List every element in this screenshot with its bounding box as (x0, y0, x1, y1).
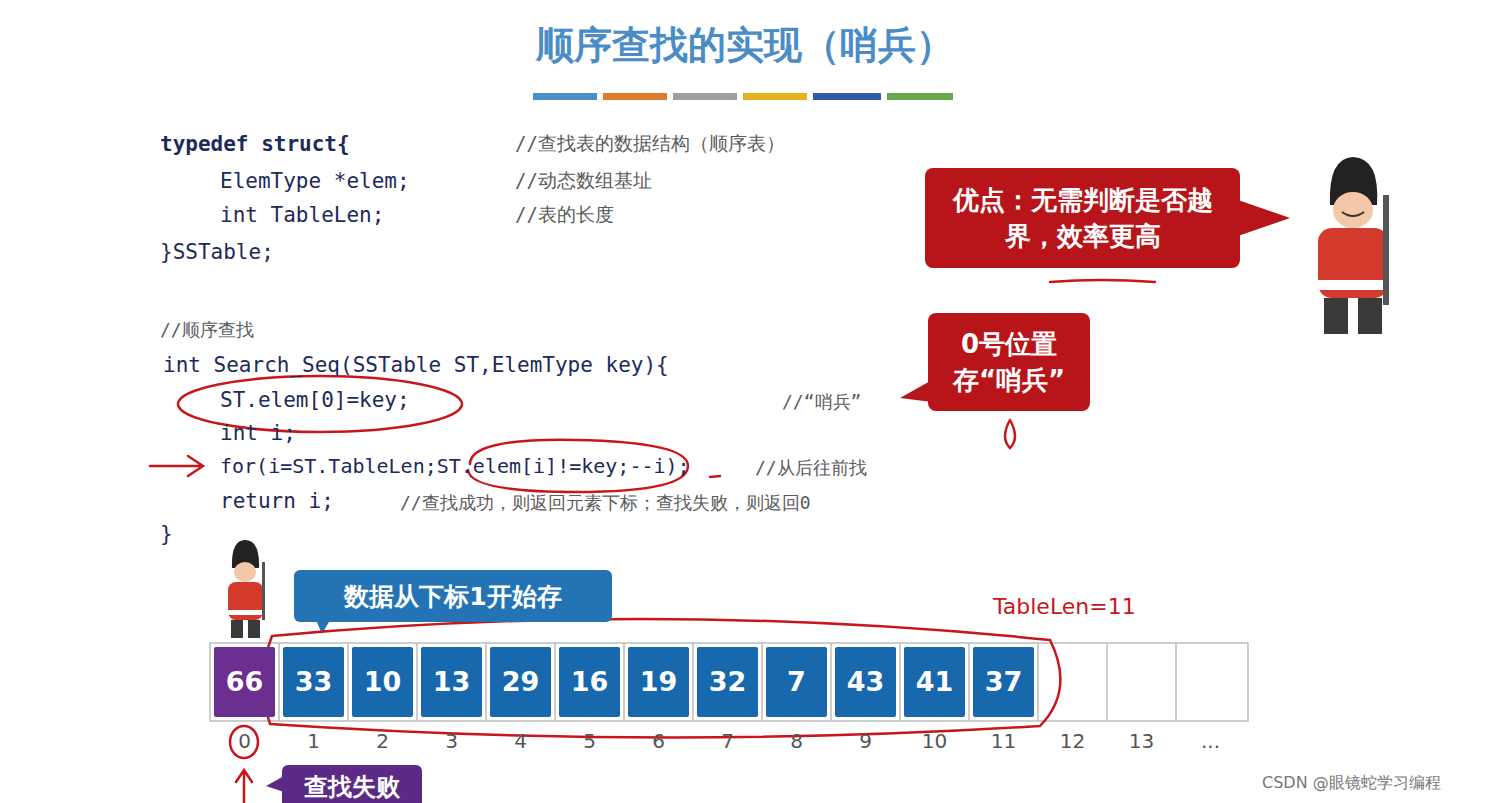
index-number: 8 (762, 728, 831, 754)
array-cell: 19 (628, 647, 689, 717)
box-text: 0号位置存“哨兵” (938, 326, 1080, 399)
code-line: typedef struct{ (160, 131, 350, 158)
code-line: }SSTable; (160, 239, 274, 266)
index-number: 7 (693, 728, 762, 754)
box-text: 数据从下标1开始存 (344, 579, 561, 614)
slide-title: 顺序查找的实现（哨兵） (0, 20, 1489, 71)
box-text: 10 (364, 663, 402, 701)
code-line: } (160, 521, 173, 548)
index-number: 11 (969, 728, 1038, 754)
code-line: return i; (220, 488, 334, 515)
hand-annotation (150, 262, 1160, 803)
index-number: 13 (1107, 728, 1176, 754)
box-text: 查找失败 (304, 771, 400, 803)
code-line: //动态数组基址 (515, 168, 652, 193)
guard-figure (1318, 157, 1389, 334)
box-text: 32 (709, 663, 747, 701)
array-cell: 41 (904, 647, 965, 717)
code-line: int Search_Seq(SSTable ST,ElemType key){ (163, 352, 669, 379)
callout-box: 查找失败 (282, 765, 422, 803)
index-number: 2 (348, 728, 417, 754)
code-line: ST.elem[0]=key; (220, 387, 410, 414)
color-bar (533, 93, 953, 100)
index-number: ... (1176, 728, 1245, 754)
index-number: 0 (210, 728, 279, 754)
index-number: 12 (1038, 728, 1107, 754)
code-line: //“哨兵” (782, 390, 861, 413)
code-line: //从后往前找 (755, 456, 867, 479)
box-text: 43 (847, 663, 885, 701)
index-number: 9 (831, 728, 900, 754)
code-line: ElemType *elem; (220, 168, 410, 195)
callout-box: 0号位置存“哨兵” (928, 313, 1090, 411)
index-number: 10 (900, 728, 969, 754)
callout-box: 数据从下标1开始存 (294, 570, 612, 622)
code-line: //查找表的数据结构（顺序表） (515, 131, 785, 156)
array-frame (210, 643, 1248, 721)
index-number: 3 (417, 728, 486, 754)
box-text: 16 (571, 663, 609, 701)
box-text: 优点：无需判断是否越界，效率更高 (935, 182, 1230, 255)
code-line: int i; (220, 420, 296, 447)
code-line: //查找成功，则返回元素下标；查找失败，则返回0 (400, 491, 811, 514)
index-number: 6 (624, 728, 693, 754)
index-number: 5 (555, 728, 624, 754)
index-number: 4 (486, 728, 555, 754)
length-note: TableLen=11 (993, 593, 1136, 622)
array-cell: 7 (766, 647, 827, 717)
box-text: 29 (502, 663, 540, 701)
callout-pointer (1238, 200, 1290, 236)
box-text: 41 (916, 663, 954, 701)
guard-figure (228, 540, 265, 638)
code-line: int TableLen; (220, 202, 384, 229)
box-text: 13 (433, 663, 471, 701)
array-cell: 16 (559, 647, 620, 717)
array-cell: 29 (490, 647, 551, 717)
array-cell: 43 (835, 647, 896, 717)
array-cell: 32 (697, 647, 758, 717)
code-line: //顺序查找 (160, 318, 254, 341)
array-cell: 37 (973, 647, 1034, 717)
box-text: 37 (985, 663, 1023, 701)
array-cell: 66 (214, 647, 275, 717)
array-cell: 33 (283, 647, 344, 717)
box-text: 19 (640, 663, 678, 701)
code-line: //表的长度 (515, 202, 614, 227)
array-cell: 10 (352, 647, 413, 717)
callout-box: 优点：无需判断是否越界，效率更高 (925, 168, 1240, 268)
box-text: 66 (226, 663, 264, 701)
code-line: for(i=ST.TableLen;ST.elem[i]!=key;--i); (220, 453, 690, 479)
box-text: 33 (295, 663, 333, 701)
watermark: CSDN @眼镜蛇学习编程 (1262, 773, 1441, 794)
index-number: 1 (279, 728, 348, 754)
array-cell: 13 (421, 647, 482, 717)
box-text: 7 (787, 663, 806, 701)
